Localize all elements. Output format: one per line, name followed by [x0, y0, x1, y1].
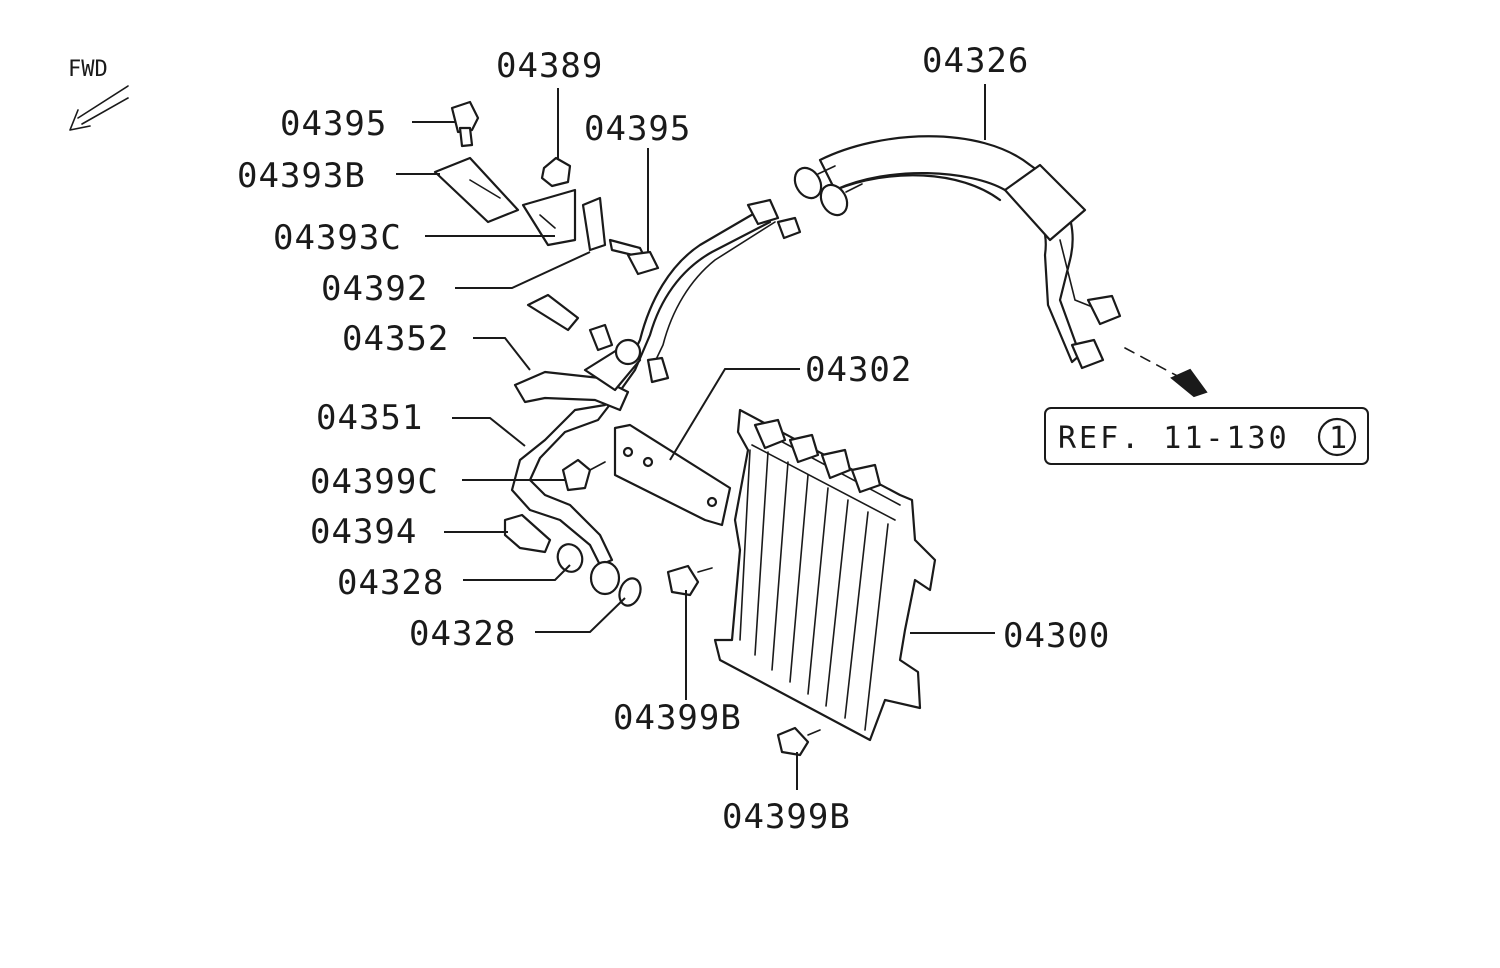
tube-clamp-04352[interactable] [513, 338, 642, 412]
fwd-label: FWD [68, 57, 108, 82]
fwd-arrow-icon [69, 85, 129, 131]
bolt-04399b-upper[interactable] [666, 564, 713, 597]
ref-arrow [1124, 347, 1208, 398]
label-04328-a[interactable]: 04328 [337, 563, 444, 603]
label-04393c[interactable]: 04393C [273, 218, 402, 258]
label-04395-right[interactable]: 04395 [584, 109, 691, 149]
fwd-indicator: FWD [68, 57, 129, 131]
label-04399b-upper[interactable]: 04399B [613, 698, 742, 738]
label-04399b-lower[interactable]: 04399B [722, 797, 851, 837]
label-04302[interactable]: 04302 [805, 350, 912, 390]
bracket-04302[interactable] [613, 423, 732, 527]
oil-cooler-04300[interactable] [713, 408, 937, 742]
bolt-04394[interactable] [503, 513, 552, 554]
clamp-04399c[interactable] [561, 458, 606, 492]
bolt-04395-right[interactable] [608, 238, 660, 276]
label-04300[interactable]: 04300 [1003, 616, 1110, 656]
label-04389[interactable]: 04389 [496, 46, 603, 86]
reference-text: REF. 11-130 [1058, 421, 1290, 456]
label-04399c[interactable]: 04399C [310, 462, 439, 502]
washer-04328-a[interactable] [554, 541, 621, 596]
oil-cooler-hose-assembly[interactable] [790, 135, 1122, 370]
bolt-04351-area[interactable] [526, 293, 670, 384]
label-04393b[interactable]: 04393B [237, 156, 366, 196]
label-04328-b[interactable]: 04328 [409, 614, 516, 654]
label-04395-top[interactable]: 04395 [280, 104, 387, 144]
label-04392[interactable]: 04392 [321, 269, 428, 309]
bracket-assembly[interactable] [433, 156, 607, 252]
label-04326[interactable]: 04326 [922, 41, 1029, 81]
bolt-04399b-lower[interactable] [776, 726, 821, 757]
leader-lines [396, 84, 995, 790]
label-04394[interactable]: 04394 [310, 512, 417, 552]
nut-04389[interactable] [540, 156, 572, 188]
reference-circle-number: 1 [1329, 421, 1350, 456]
bolt-04395-top[interactable] [450, 100, 480, 148]
label-04351[interactable]: 04351 [316, 398, 423, 438]
label-04352[interactable]: 04352 [342, 319, 449, 359]
reference-box[interactable]: REF. 11-130 1 [1044, 407, 1369, 465]
